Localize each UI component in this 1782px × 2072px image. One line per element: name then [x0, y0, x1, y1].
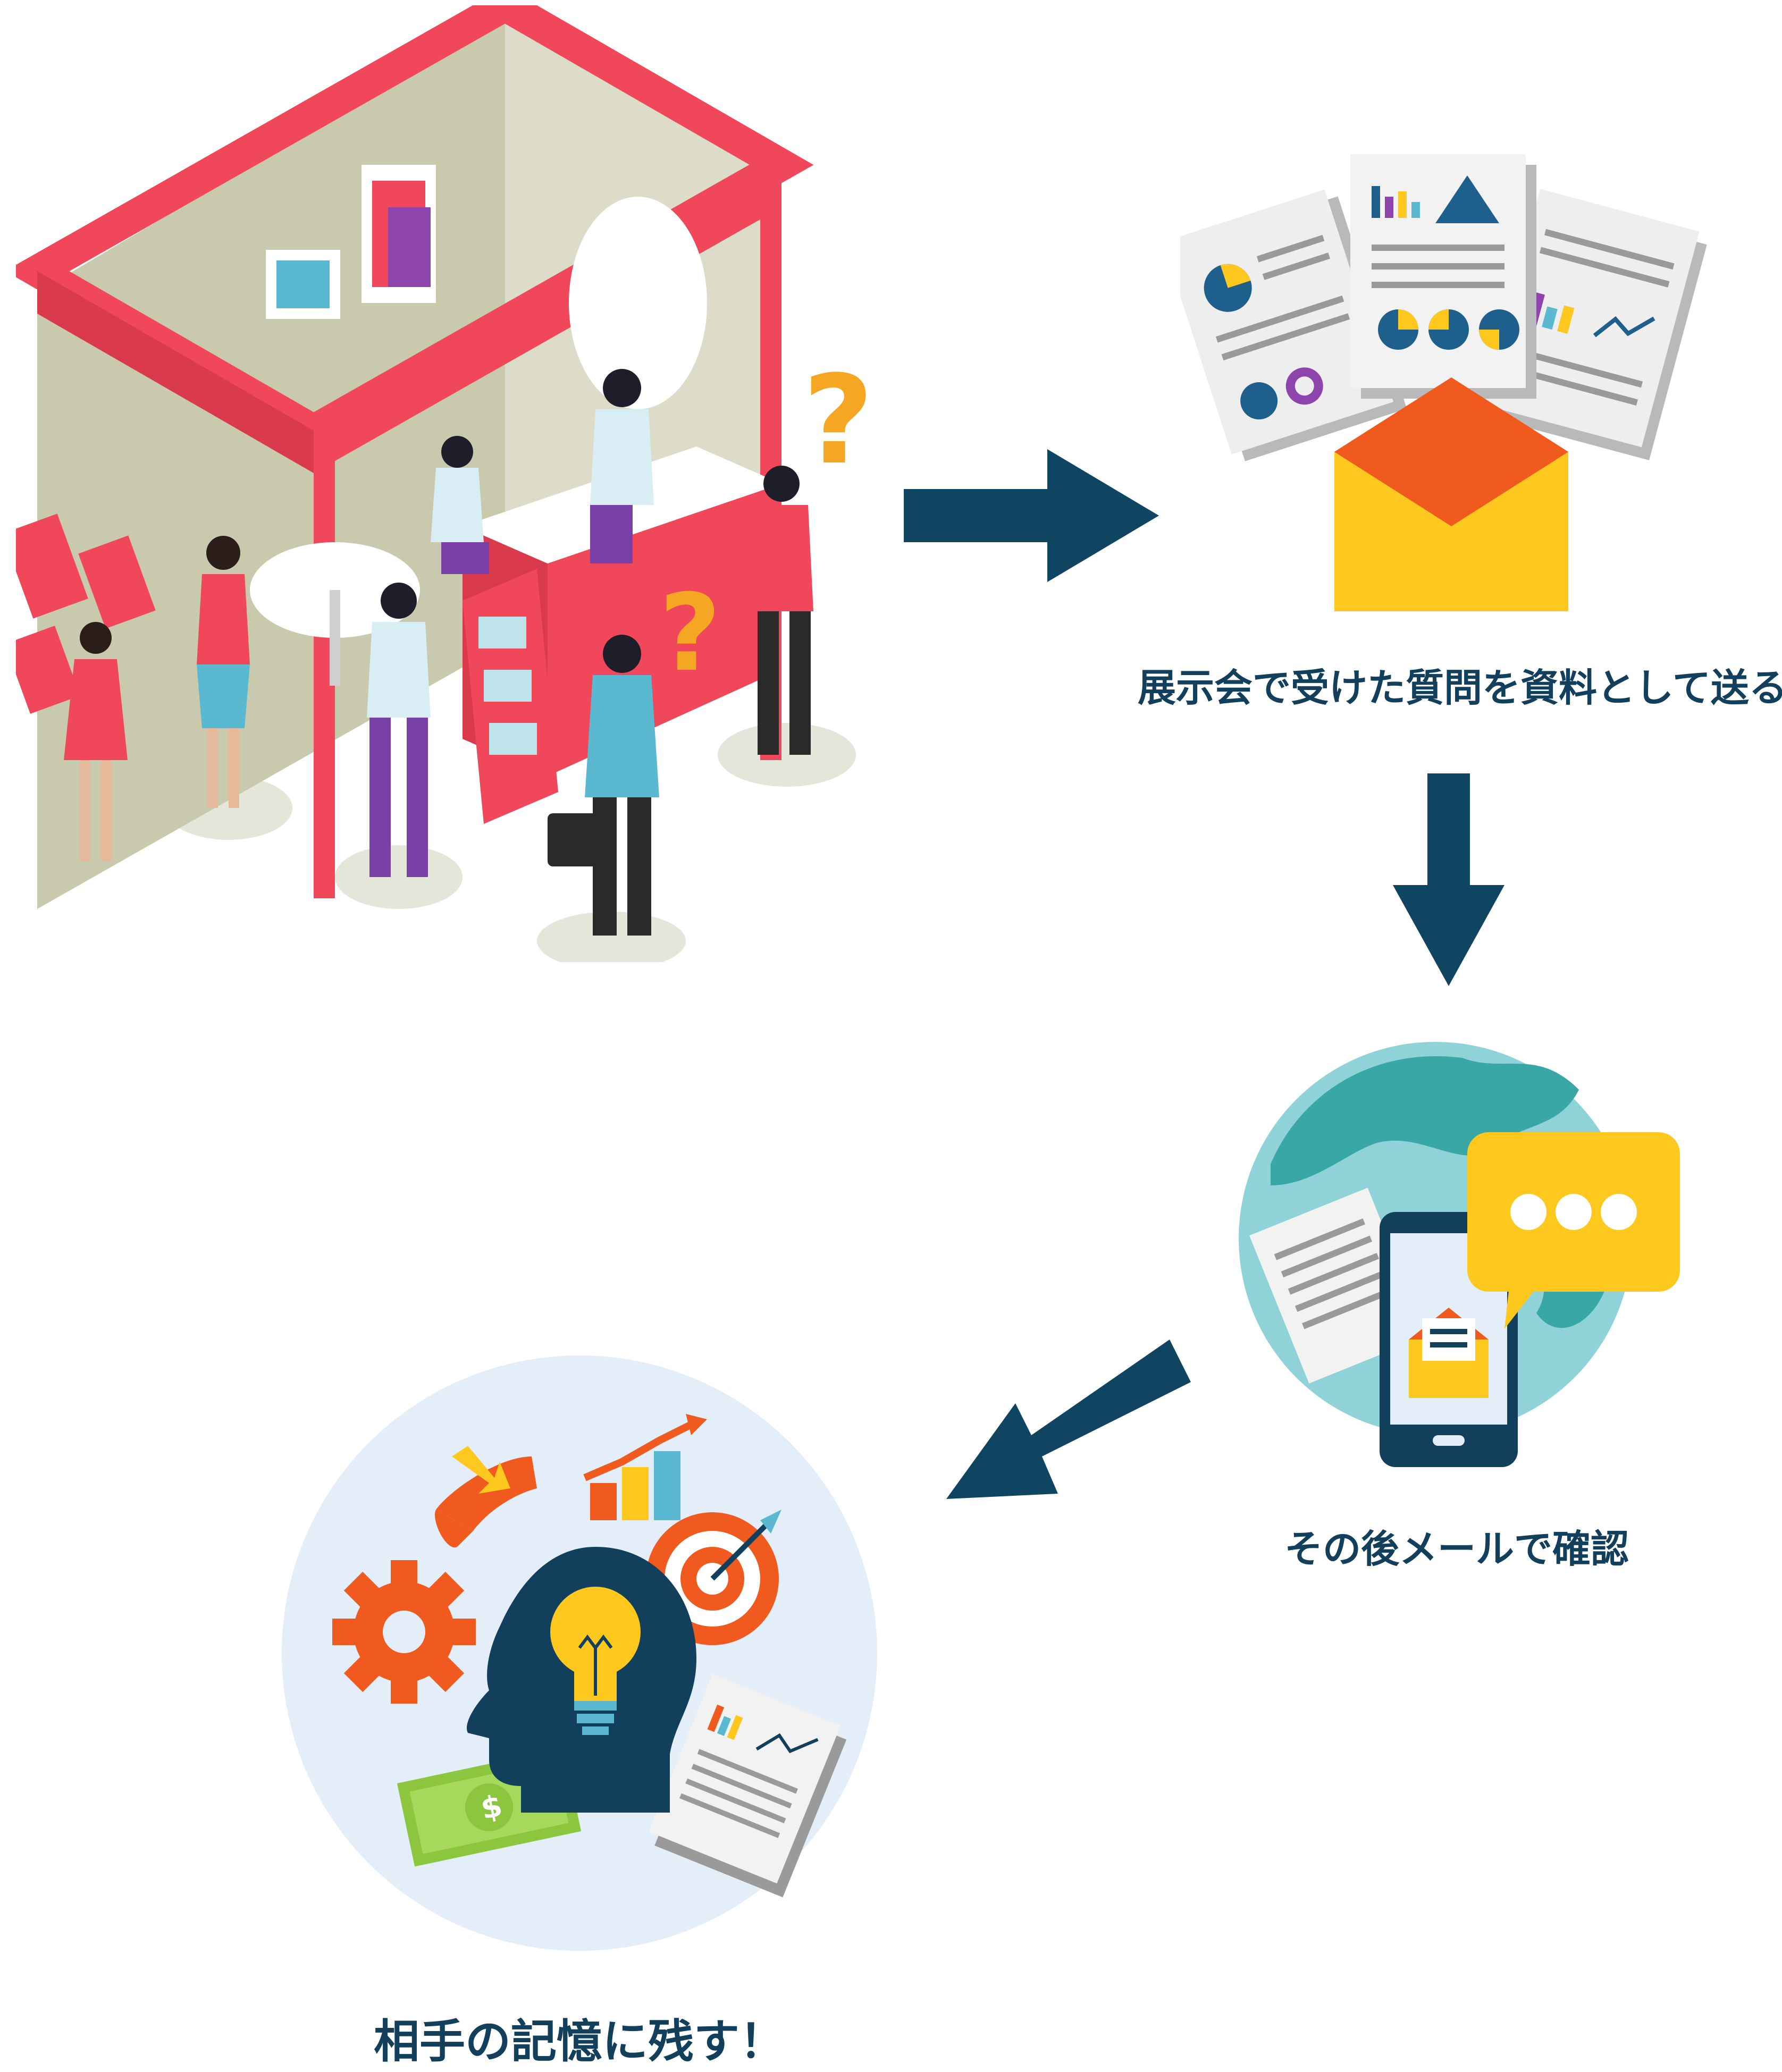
- step2-caption: 展示会で受けた質問を資料として送る: [1138, 666, 1782, 710]
- globe-smartphone-chat-icon: [1239, 1026, 1691, 1472]
- svg-text:?: ?: [659, 571, 721, 695]
- step4-caption: 相手の記憶に残す！: [374, 2015, 785, 2068]
- step3-caption: その後メールで確認: [1284, 1527, 1629, 1571]
- documents-envelope-icon: [1180, 154, 1712, 611]
- svg-text:?: ?: [803, 350, 867, 492]
- head-lightbulb-ideas-icon: $: [276, 1350, 882, 1956]
- arrow-down-left-icon: [946, 1340, 1191, 1510]
- arrow-down-icon: [1393, 773, 1504, 986]
- trade-show-booth-illustration: ? ?: [16, 5, 867, 962]
- arrow-right-icon: [904, 449, 1159, 582]
